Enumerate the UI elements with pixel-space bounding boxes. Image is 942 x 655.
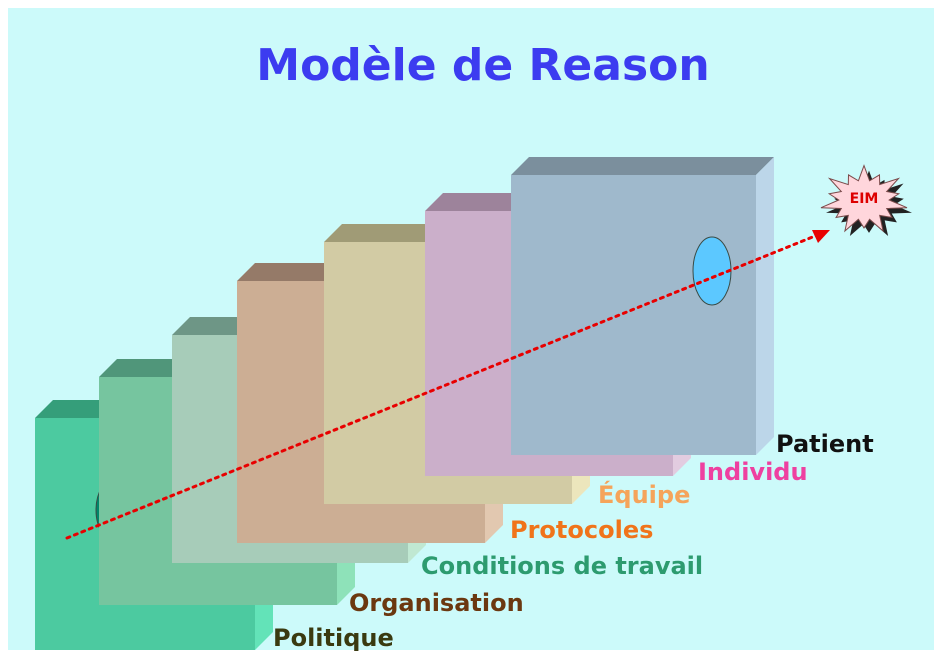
layer-front-face xyxy=(511,175,756,455)
layer-hole xyxy=(692,236,732,306)
layer-label-conditions: Conditions de travail xyxy=(421,552,703,580)
eim-label: EIM xyxy=(850,191,879,207)
layer-label-patient: Patient xyxy=(776,430,874,458)
layer-label-individu: Individu xyxy=(698,458,808,486)
layer-label-protocoles: Protocoles xyxy=(510,516,653,544)
layer-side-face xyxy=(756,157,774,455)
accident-trajectory xyxy=(65,232,822,540)
layer-patient xyxy=(511,157,774,455)
layer-top-face xyxy=(511,157,774,175)
layer-label-politique: Politique xyxy=(273,624,394,652)
page-title: Modèle de Reason xyxy=(256,40,709,91)
layer-label-organisation: Organisation xyxy=(349,589,524,617)
layer-labels: Politique Organisation Conditions de trava… xyxy=(273,430,874,652)
layer-label-equipe: Équipe xyxy=(598,480,690,509)
trajectory-arrowhead xyxy=(812,230,830,243)
cheese-layers xyxy=(35,157,774,650)
eim-starburst: EIM xyxy=(820,164,912,236)
